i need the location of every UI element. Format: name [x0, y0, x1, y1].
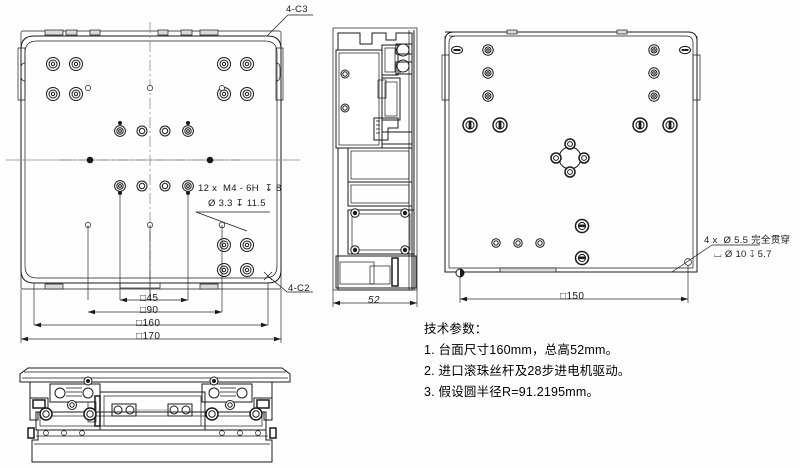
hole-callout-line2: Ø 3.3 ↧ 11.5 — [208, 198, 266, 209]
motor-mount-rosette — [550, 138, 590, 178]
front-elevation-view-geometry — [19, 367, 291, 463]
top-view-geometry — [6, 14, 313, 343]
bearing-pad-row — [462, 117, 678, 133]
bottom-plate-dimension — [459, 265, 689, 303]
callout-4-c2: 4-C2 — [288, 283, 310, 294]
callout-4-c3: 4-C3 — [286, 4, 308, 15]
hole-column-left — [482, 44, 494, 102]
dimension-45: □45 — [140, 293, 159, 304]
dimension-160: □160 — [136, 318, 161, 329]
hole-column-right — [648, 44, 660, 102]
screw-hole-group-lower-right — [217, 238, 254, 277]
notes-item-1: 1. 台面尺寸160mm，总高52mm。 — [424, 343, 619, 357]
notes-heading: 技术参数： — [424, 322, 488, 336]
screw-hole-group-upper-left — [46, 57, 83, 101]
dimension-90: □90 — [140, 305, 159, 316]
side-view-dimension — [332, 290, 418, 307]
technical-notes-block: 技术参数： 1. 台面尺寸160mm，总高52mm。 2. 进口滚珠丝杆及28步… — [424, 318, 631, 402]
hole-callout-line1: 12 x M4 - 6H ↧ 8 — [198, 183, 282, 194]
dimension-52: 52 — [368, 295, 380, 306]
bottom-plate-view-geometry — [441, 29, 760, 303]
dimension-170: □170 — [136, 331, 161, 342]
counterbore-callout-line1: 4 x Ø 5.5 完全贯穿 — [704, 235, 791, 246]
notes-item-2: 2. 进口滚珠丝杆及28步进电机驱动。 — [424, 364, 631, 378]
tapped-hole-row-lower — [114, 180, 194, 195]
tapped-hole-row-upper — [114, 121, 194, 137]
top-view-dimension-lines — [20, 225, 282, 343]
counterbore-callout-line2: ⌴ Ø 10 ↧ 5.7 — [714, 249, 772, 260]
screw-hole-group-upper-right — [217, 57, 254, 101]
side-section-view-geometry — [332, 27, 418, 307]
notes-item-3: 3. 假设圆半径R=91.2195mm。 — [424, 385, 600, 399]
dimension-150: □150 — [560, 291, 585, 302]
